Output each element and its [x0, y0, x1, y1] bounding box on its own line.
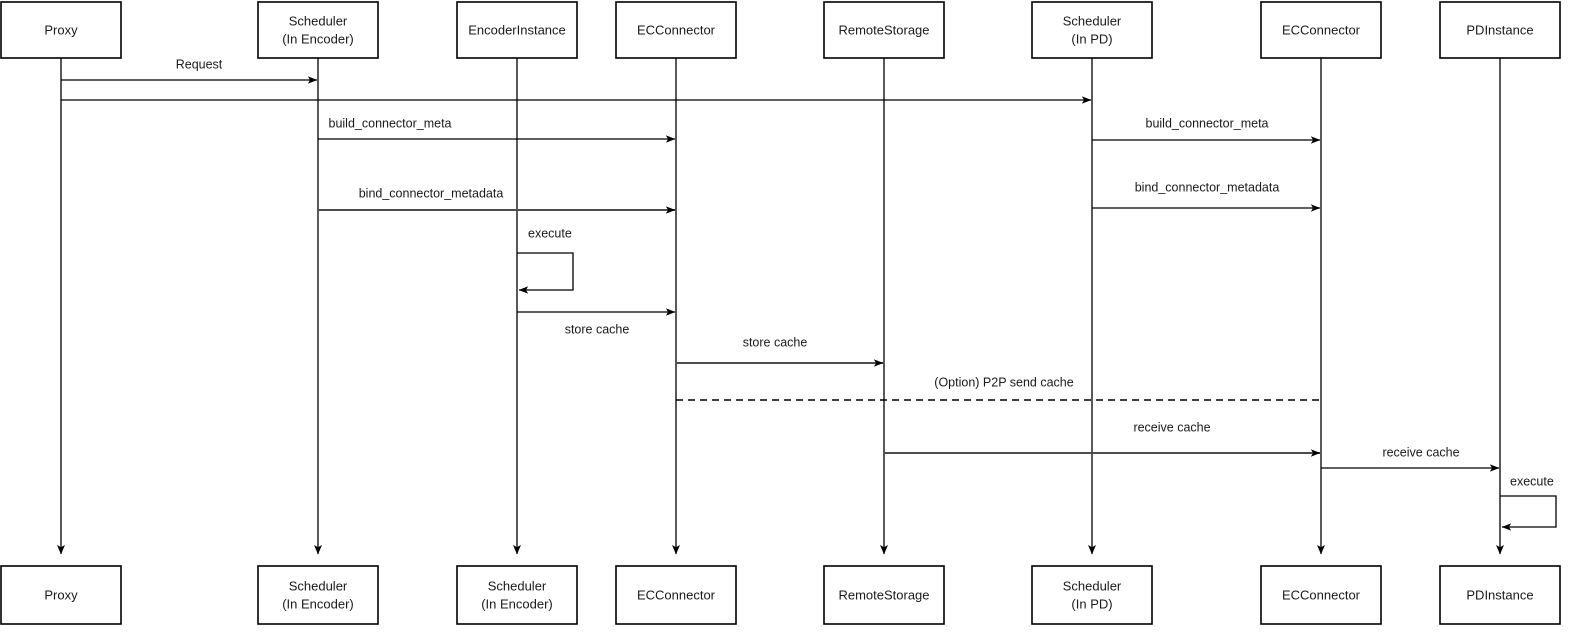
- self-message-label: execute: [1510, 474, 1554, 488]
- participant-label: ECConnector: [637, 587, 716, 602]
- footer-participant-proxy[interactable]: Proxy: [0, 565, 122, 625]
- header-participant-pd_instance[interactable]: PDInstance: [1439, 1, 1561, 59]
- message-label: bind_connector_metadata: [1135, 180, 1280, 194]
- participant-label: EncoderInstance: [468, 22, 566, 37]
- message-p2p_send_cache: (Option) P2P send cache: [676, 375, 1321, 401]
- participant-sublabel: (In PD): [1071, 31, 1112, 46]
- message-label: receive cache: [1382, 445, 1459, 459]
- participant-label: Scheduler: [289, 578, 348, 593]
- participant-label: ECConnector: [1282, 587, 1361, 602]
- message-label: bind_connector_metadata: [359, 186, 504, 200]
- lifelines-layer: [57, 58, 1504, 555]
- self-message-loop: [1500, 495, 1557, 531]
- footer-participant-scheduler_pd[interactable]: Scheduler (In PD): [1031, 565, 1153, 625]
- footer-participant-boxes: Proxy Scheduler (In Encoder) Scheduler (In E…: [0, 565, 1561, 625]
- footer-participant-encoder_instance[interactable]: Scheduler (In Encoder): [456, 565, 578, 625]
- message-label: store cache: [743, 335, 808, 349]
- header-participant-proxy[interactable]: Proxy: [0, 1, 122, 59]
- participant-label: ECConnector: [1282, 22, 1361, 37]
- message-request: Request: [61, 57, 318, 84]
- message-label: (Option) P2P send cache: [934, 375, 1073, 389]
- participant-label: ECConnector: [637, 22, 716, 37]
- participant-label: Scheduler: [488, 578, 547, 593]
- message-receive_cache_2: receive cache: [1321, 445, 1500, 472]
- participant-label: Scheduler: [1063, 13, 1122, 28]
- participant-sublabel: (In PD): [1071, 596, 1112, 611]
- header-participant-encoder_instance[interactable]: EncoderInstance: [456, 1, 578, 59]
- participant-label: RemoteStorage: [838, 22, 929, 37]
- footer-participant-scheduler_enc[interactable]: Scheduler (In Encoder): [257, 565, 379, 625]
- header-participant-scheduler_pd[interactable]: Scheduler (In PD): [1031, 1, 1153, 59]
- participant-label: Scheduler: [1063, 578, 1122, 593]
- participant-sublabel: (In Encoder): [282, 596, 354, 611]
- self-message-execute_pd: execute: [1500, 474, 1557, 531]
- message-receive_cache_1: receive cache: [884, 420, 1321, 457]
- self-message-execute_encoder: execute: [517, 226, 574, 294]
- footer-participant-pd_instance[interactable]: PDInstance: [1439, 565, 1561, 625]
- self-messages-layer: execute execute: [517, 226, 1557, 531]
- self-message-label: execute: [528, 226, 572, 240]
- participant-sublabel: (In Encoder): [282, 31, 354, 46]
- participant-sublabel: (In Encoder): [481, 596, 553, 611]
- header-participant-ec_connector_l[interactable]: ECConnector: [615, 1, 737, 59]
- header-participant-scheduler_enc[interactable]: Scheduler (In Encoder): [257, 1, 379, 59]
- header-participant-ec_connector_r[interactable]: ECConnector: [1260, 1, 1382, 59]
- message-build_meta_r: build_connector_meta: [1092, 116, 1321, 144]
- participant-label: PDInstance: [1466, 22, 1533, 37]
- footer-participant-remote_storage[interactable]: RemoteStorage: [823, 565, 945, 625]
- message-label: Request: [176, 57, 223, 71]
- header-participant-boxes: Proxy Scheduler (In Encoder) EncoderInstanc…: [0, 1, 1561, 59]
- participant-label: Proxy: [44, 22, 78, 37]
- participant-label: Scheduler: [289, 13, 348, 28]
- self-message-loop: [517, 252, 574, 294]
- footer-participant-ec_connector_l[interactable]: ECConnector: [615, 565, 737, 625]
- message-bind_meta_l: bind_connector_metadata: [318, 186, 676, 214]
- message-label: build_connector_meta: [329, 116, 452, 130]
- message-store_cache_2: store cache: [676, 335, 884, 367]
- message-label: build_connector_meta: [1146, 116, 1269, 130]
- message-build_meta_l: build_connector_meta: [318, 116, 676, 143]
- message-label: receive cache: [1133, 420, 1210, 434]
- footer-participant-ec_connector_r[interactable]: ECConnector: [1260, 565, 1382, 625]
- message-store_cache_1: store cache: [517, 308, 676, 336]
- message-bind_meta_r: bind_connector_metadata: [1092, 180, 1321, 212]
- participant-label: Proxy: [44, 587, 78, 602]
- participant-label: RemoteStorage: [838, 587, 929, 602]
- participant-label: PDInstance: [1466, 587, 1533, 602]
- header-participant-remote_storage[interactable]: RemoteStorage: [823, 1, 945, 59]
- messages-layer: Request build_connector_meta build_connect…: [61, 57, 1500, 472]
- message-label: store cache: [565, 322, 630, 336]
